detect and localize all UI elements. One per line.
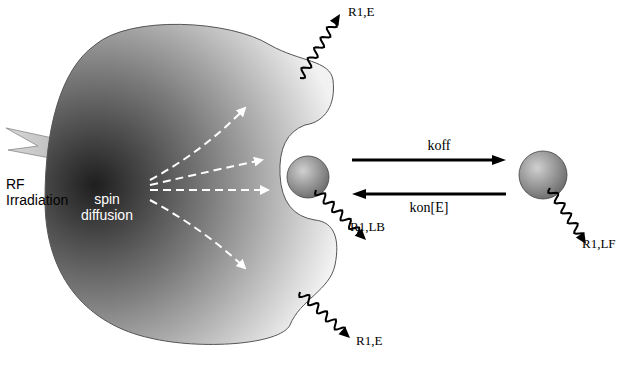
relaxation-wave — [299, 292, 345, 330]
ligand-ball — [519, 151, 567, 199]
relaxation-wave — [315, 190, 359, 236]
relaxation-label: R1,LB — [350, 219, 385, 235]
rate-arrow — [352, 155, 506, 165]
spin-diffusion-arrow — [150, 108, 245, 180]
relaxation-arrowhead — [339, 327, 350, 338]
spin-diffusion-arrow — [150, 160, 262, 185]
relaxation-label: R1,LF — [582, 236, 616, 252]
relaxation-wave — [300, 22, 337, 78]
relaxation-arrowhead — [576, 232, 586, 244]
rf-label: RF Irradiation — [6, 176, 86, 208]
shape-outline — [518, 150, 568, 200]
relaxation-arrowhead — [355, 229, 366, 240]
relaxation-label: R1,E — [348, 4, 374, 20]
ligand-sphere: R1,LF — [518, 150, 568, 200]
spin-diffusion-arrow — [150, 189, 268, 191]
spin-diffusion-arrow — [150, 200, 245, 268]
rate-label: koff — [425, 138, 452, 154]
ligand-ball — [287, 156, 329, 198]
relaxation-wave — [548, 188, 584, 234]
spin-diffusion-label: spin diffusion — [76, 191, 138, 223]
relaxation-label: R1,E — [356, 333, 382, 349]
relaxation-arrowhead — [330, 14, 340, 26]
rate-arrow — [352, 189, 506, 199]
rate-label: kon[E] — [408, 200, 451, 216]
enzyme-body — [45, 24, 337, 344]
